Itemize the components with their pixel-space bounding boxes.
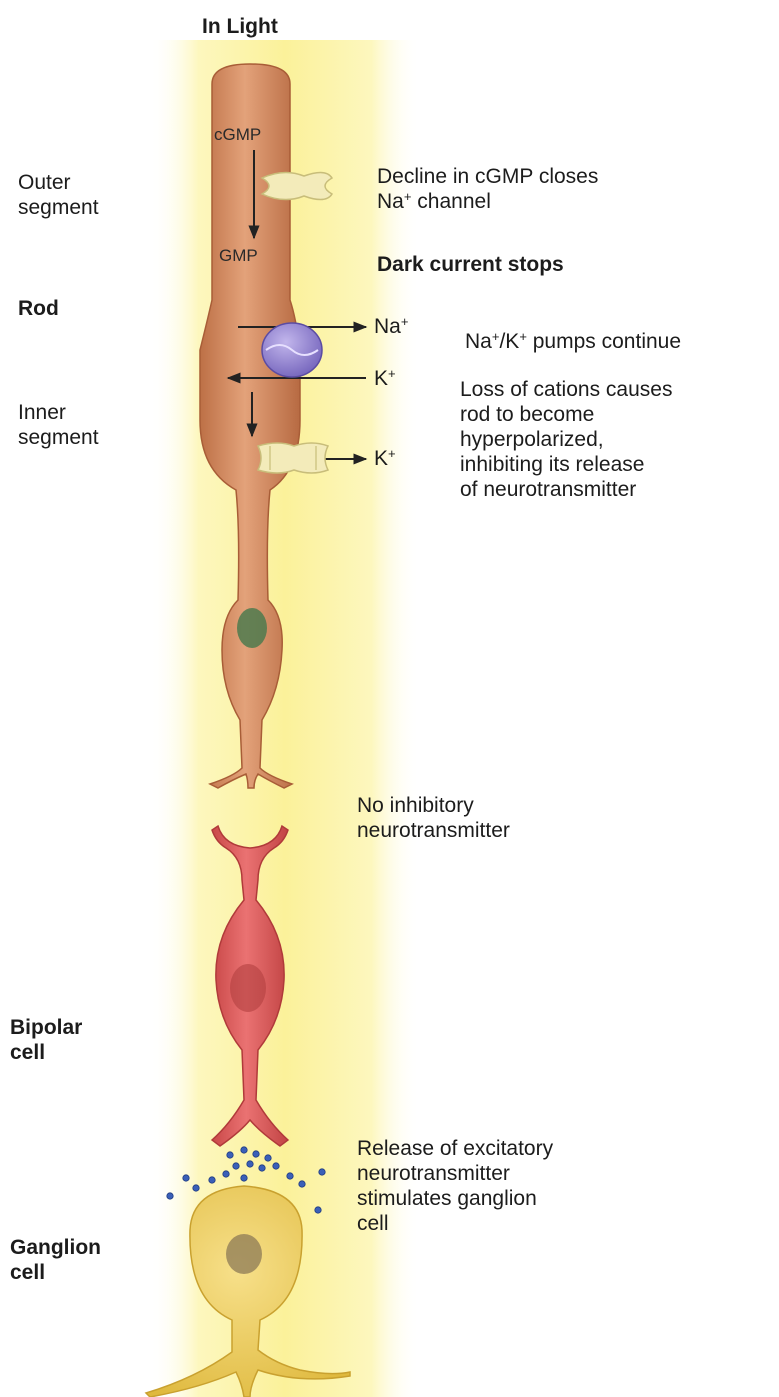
rod-label: Rod	[18, 296, 59, 321]
na-channel-icon	[262, 172, 332, 199]
loss-of-cations-note: Loss of cations causes rod to become hyp…	[460, 377, 672, 502]
na-ion-label: Na+	[374, 314, 408, 339]
gmp-label: GMP	[219, 243, 258, 268]
k-channel-icon	[258, 443, 328, 473]
release-excitatory-note: Release of excitatory neurotransmitter s…	[357, 1136, 553, 1236]
ganglion-nucleus	[226, 1234, 262, 1274]
k-ion-label-out: K+	[374, 446, 396, 471]
k-ion-label-in: K+	[374, 366, 396, 391]
rod-nucleus	[237, 608, 267, 648]
dark-current-note: Dark current stops	[377, 252, 564, 277]
bipolar-nucleus	[230, 964, 266, 1012]
decline-cgmp-note: Decline in cGMP closes Na+ channel	[377, 164, 598, 214]
diagram-title: In Light	[202, 14, 278, 39]
pumps-continue-note: Na+/K+ pumps continue	[465, 329, 681, 354]
cgmp-label: cGMP	[214, 122, 261, 147]
no-inhibitory-note: No inhibitory neurotransmitter	[357, 793, 510, 843]
